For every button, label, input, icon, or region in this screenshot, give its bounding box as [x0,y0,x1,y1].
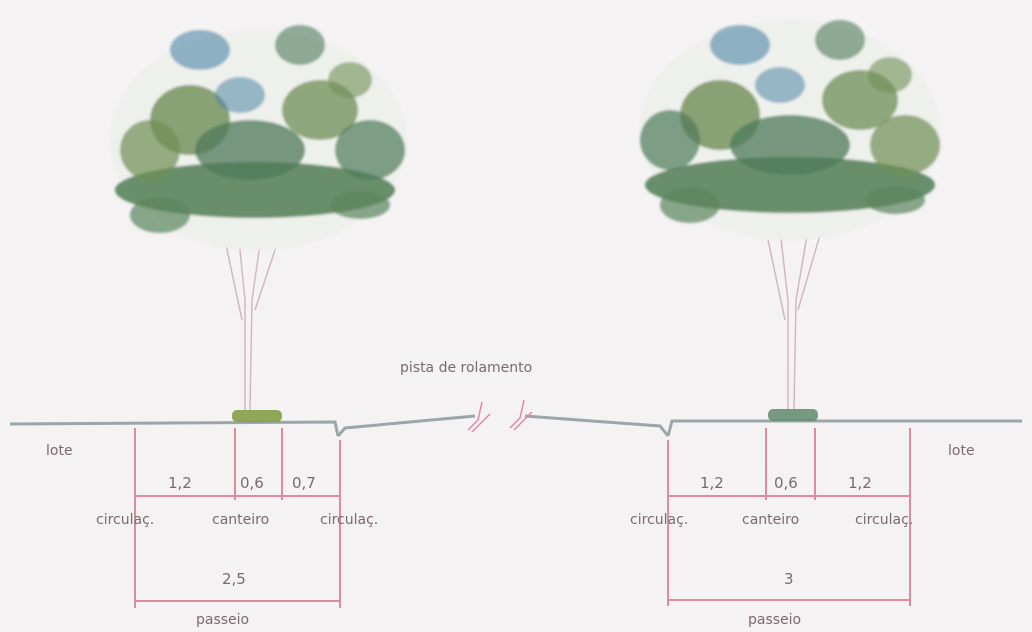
left-sub-label-3: circulaç. [320,512,378,528]
right-total-dim: 3 [784,570,794,588]
tree-left [110,25,406,411]
left-sub-label-2: canteiro [212,512,269,528]
road-label: pista de rolamento [400,360,532,376]
dimensions-left [134,428,341,608]
lote-right-label: lote [948,443,975,459]
tree-right-trunk [767,229,821,411]
right-sub-label-2: canteiro [742,512,799,528]
left-dim-circulacao-2: 0,7 [292,474,316,492]
ground-profile [9,414,1022,437]
tree-right [640,20,940,411]
planter-left [232,410,282,422]
right-sub-label-3: circulaç. [855,512,913,528]
lote-left-label: lote [46,443,73,459]
right-dim-circulacao-1: 1,2 [700,474,724,492]
ground-right [666,419,1022,437]
planter-right [768,409,818,421]
tree-left-canopy [110,25,406,250]
right-sub-label-1: circulaç. [630,512,688,528]
tree-left-trunk [224,229,281,411]
ground-left [9,420,340,437]
right-dim-circulacao-2: 1,2 [848,474,872,492]
road-break-symbol [467,399,533,433]
road-left [336,414,476,437]
left-sub-label-1: circulaç. [96,512,154,528]
left-dim-canteiro: 0,6 [240,474,264,492]
dimensions-right [667,428,911,606]
tree-right-canopy [640,20,940,240]
right-total-label: passeio [748,612,801,628]
right-dim-canteiro: 0,6 [774,474,798,492]
left-total-label: passeio [196,612,249,628]
road-right [524,414,670,437]
left-total-dim: 2,5 [222,570,246,588]
left-dim-circulacao-1: 1,2 [168,474,192,492]
